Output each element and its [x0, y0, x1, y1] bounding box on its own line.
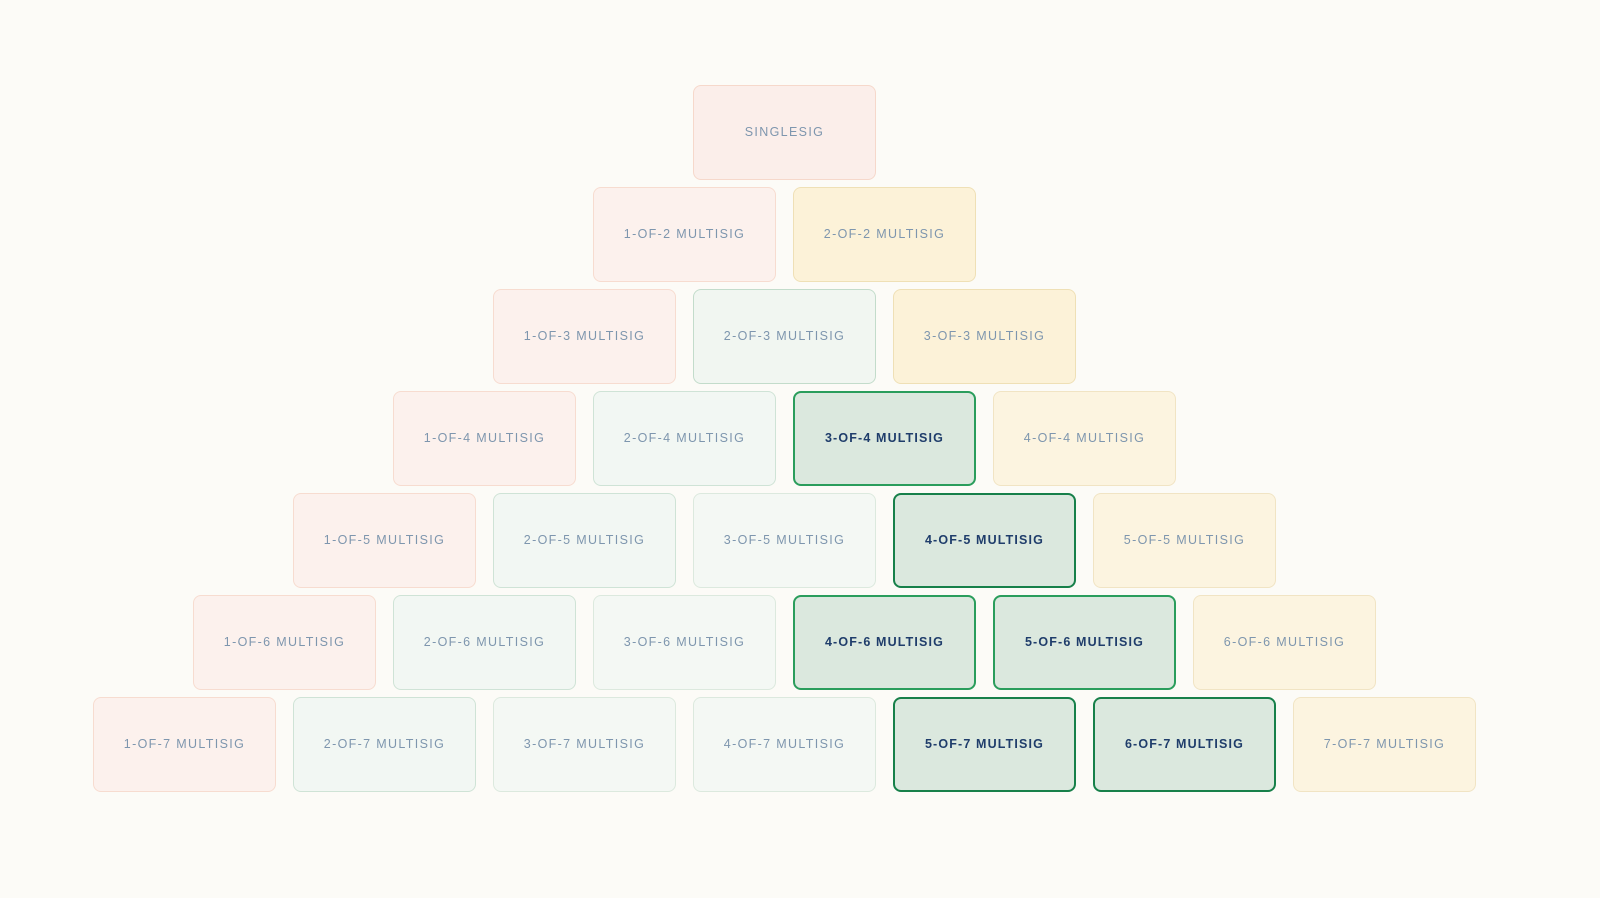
quorum-cell-2-of-3[interactable]: 2-OF-3 MULTISIG: [693, 289, 876, 384]
quorum-cell-4-of-7[interactable]: 4-OF-7 MULTISIG: [693, 697, 876, 792]
quorum-cell-4-of-4[interactable]: 4-OF-4 MULTISIG: [993, 391, 1176, 486]
quorum-cell-label: 5-OF-7 MULTISIG: [924, 737, 1045, 752]
pyramid-row-6: 1-OF-6 MULTISIG 2-OF-6 MULTISIG 3-OF-6 MUL…: [193, 595, 1376, 690]
quorum-cell-label: 1-OF-3 MULTISIG: [523, 329, 646, 344]
quorum-cell-label: 3-OF-4 MULTISIG: [824, 431, 945, 446]
quorum-cell-3-of-6[interactable]: 3-OF-6 MULTISIG: [593, 595, 776, 690]
quorum-cell-label: 7-OF-7 MULTISIG: [1323, 737, 1446, 752]
quorum-cell-6-of-7[interactable]: 6-OF-7 MULTISIG: [1093, 697, 1276, 792]
quorum-cell-label: 1-OF-4 MULTISIG: [423, 431, 546, 446]
quorum-cell-5-of-7[interactable]: 5-OF-7 MULTISIG: [893, 697, 1076, 792]
quorum-cell-4-of-6[interactable]: 4-OF-6 MULTISIG: [793, 595, 976, 690]
pyramid-row-2: 1-OF-2 MULTISIG 2-OF-2 MULTISIG: [593, 187, 976, 282]
quorum-cell-7-of-7[interactable]: 7-OF-7 MULTISIG: [1293, 697, 1476, 792]
quorum-cell-label: 2-OF-2 MULTISIG: [823, 227, 946, 242]
quorum-cell-1-of-2[interactable]: 1-OF-2 MULTISIG: [593, 187, 776, 282]
quorum-cell-label: 2-OF-3 MULTISIG: [723, 329, 846, 344]
quorum-cell-label: 3-OF-3 MULTISIG: [923, 329, 1046, 344]
quorum-cell-label: 4-OF-4 MULTISIG: [1023, 431, 1146, 446]
quorum-cell-1-of-4[interactable]: 1-OF-4 MULTISIG: [393, 391, 576, 486]
pyramid-row-5: 1-OF-5 MULTISIG 2-OF-5 MULTISIG 3-OF-5 MUL…: [293, 493, 1276, 588]
quorum-cell-label: 2-OF-6 MULTISIG: [423, 635, 546, 650]
quorum-cell-label: 1-OF-6 MULTISIG: [223, 635, 346, 650]
quorum-cell-label: 2-OF-5 MULTISIG: [523, 533, 646, 548]
quorum-cell-label: 5-OF-6 MULTISIG: [1024, 635, 1145, 650]
quorum-cell-2-of-7[interactable]: 2-OF-7 MULTISIG: [293, 697, 476, 792]
quorum-cell-label: SINGLESIG: [744, 125, 825, 140]
quorum-cell-2-of-5[interactable]: 2-OF-5 MULTISIG: [493, 493, 676, 588]
quorum-cell-label: 6-OF-6 MULTISIG: [1223, 635, 1346, 650]
quorum-cell-label: 4-OF-5 MULTISIG: [924, 533, 1045, 548]
quorum-cell-3-of-7[interactable]: 3-OF-7 MULTISIG: [493, 697, 676, 792]
quorum-cell-label: 3-OF-5 MULTISIG: [723, 533, 846, 548]
quorum-cell-1-of-1[interactable]: SINGLESIG: [693, 85, 876, 180]
quorum-cell-5-of-6[interactable]: 5-OF-6 MULTISIG: [993, 595, 1176, 690]
quorum-cell-6-of-6[interactable]: 6-OF-6 MULTISIG: [1193, 595, 1376, 690]
quorum-cell-1-of-3[interactable]: 1-OF-3 MULTISIG: [493, 289, 676, 384]
quorum-cell-label: 3-OF-6 MULTISIG: [623, 635, 746, 650]
quorum-cell-4-of-5[interactable]: 4-OF-5 MULTISIG: [893, 493, 1076, 588]
pyramid-row-4: 1-OF-4 MULTISIG 2-OF-4 MULTISIG 3-OF-4 MUL…: [393, 391, 1176, 486]
quorum-cell-2-of-2[interactable]: 2-OF-2 MULTISIG: [793, 187, 976, 282]
pyramid-row-7: 1-OF-7 MULTISIG 2-OF-7 MULTISIG 3-OF-7 MUL…: [93, 697, 1476, 792]
quorum-cell-label: 1-OF-5 MULTISIG: [323, 533, 446, 548]
quorum-cell-label: 4-OF-6 MULTISIG: [824, 635, 945, 650]
quorum-cell-label: 1-OF-7 MULTISIG: [123, 737, 246, 752]
pyramid-row-3: 1-OF-3 MULTISIG 2-OF-3 MULTISIG 3-OF-3 MUL…: [493, 289, 1076, 384]
quorum-cell-3-of-5[interactable]: 3-OF-5 MULTISIG: [693, 493, 876, 588]
pyramid-row-1: SINGLESIG: [693, 85, 876, 180]
quorum-cell-1-of-6[interactable]: 1-OF-6 MULTISIG: [193, 595, 376, 690]
quorum-cell-1-of-5[interactable]: 1-OF-5 MULTISIG: [293, 493, 476, 588]
quorum-cell-3-of-3[interactable]: 3-OF-3 MULTISIG: [893, 289, 1076, 384]
quorum-cell-1-of-7[interactable]: 1-OF-7 MULTISIG: [93, 697, 276, 792]
quorum-cell-label: 3-OF-7 MULTISIG: [523, 737, 646, 752]
quorum-cell-label: 5-OF-5 MULTISIG: [1123, 533, 1246, 548]
quorum-cell-label: 2-OF-4 MULTISIG: [623, 431, 746, 446]
quorum-cell-5-of-5[interactable]: 5-OF-5 MULTISIG: [1093, 493, 1276, 588]
quorum-cell-2-of-4[interactable]: 2-OF-4 MULTISIG: [593, 391, 776, 486]
quorum-cell-3-of-4[interactable]: 3-OF-4 MULTISIG: [793, 391, 976, 486]
quorum-cell-label: 6-OF-7 MULTISIG: [1124, 737, 1245, 752]
quorum-cell-label: 2-OF-7 MULTISIG: [323, 737, 446, 752]
quorum-cell-label: 1-OF-2 MULTISIG: [623, 227, 746, 242]
quorum-cell-label: 4-OF-7 MULTISIG: [723, 737, 846, 752]
quorum-cell-2-of-6[interactable]: 2-OF-6 MULTISIG: [393, 595, 576, 690]
